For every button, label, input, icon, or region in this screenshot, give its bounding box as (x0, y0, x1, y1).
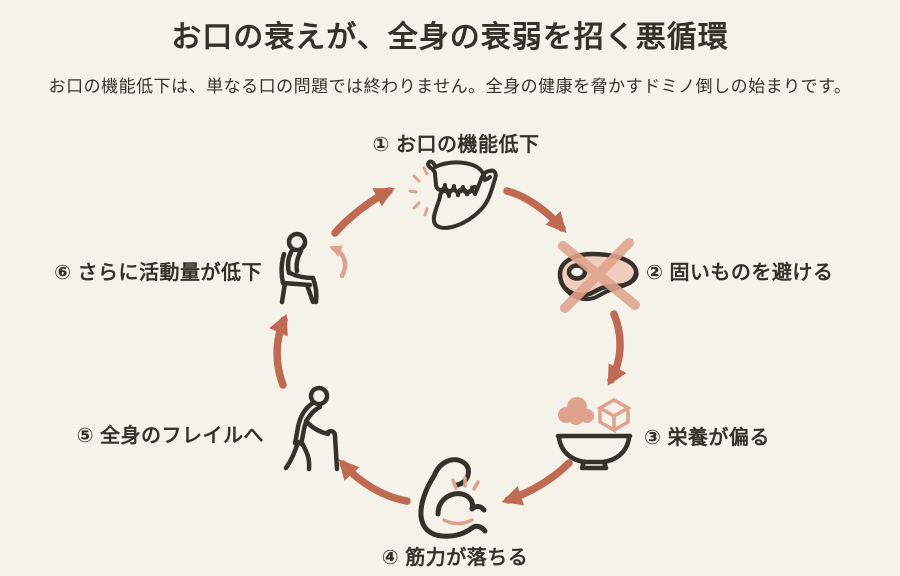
step-1-text: お口の機能低下 (395, 132, 540, 156)
step-3-number: ③ (644, 425, 662, 449)
step-6-text: さらに活動量が低下 (77, 260, 262, 284)
strength-rays (442, 476, 480, 526)
arrow-step3-to-step4 (501, 459, 573, 506)
arrow-step2-to-step3 (607, 310, 627, 386)
step-5-number: ⑤ (76, 423, 94, 447)
jaw-icon (408, 159, 498, 230)
step-4-number: ④ (381, 545, 400, 569)
sitting-person-icon (279, 231, 319, 305)
page-subtitle: お口の機能低下は、単なる口の問題では終わりません。全身の健康を脅かすドミノ倒しの… (48, 77, 852, 97)
step-4-text: 筋力が落ちる (405, 545, 529, 569)
step-5-text: 全身のフレイルへ (100, 423, 264, 447)
steak-crossed-icon (557, 238, 640, 313)
bowl-icon (555, 397, 633, 471)
step-1-number: ① (372, 132, 390, 156)
reduced-activity-arrow-icon (329, 245, 348, 279)
elderly-cane-icon (283, 385, 340, 472)
step-2-text: 固いものを避ける (669, 260, 834, 284)
arrow-step6-to-step1 (331, 187, 395, 237)
step-6-number: ⑥ (54, 260, 72, 284)
page-title: お口の衰えが、全身の衰弱を招く悪循環 (171, 20, 729, 55)
steam-cloud (558, 397, 594, 425)
arrow-step5-to-step6 (269, 313, 288, 389)
muscle-arm-icon (418, 457, 488, 539)
step-3-text: 栄養が偏る (667, 425, 770, 449)
arrow-step4-to-step5 (338, 458, 411, 505)
step-2-number: ② (646, 260, 664, 284)
arrow-step1-to-step2 (503, 187, 567, 234)
tofu-cube (596, 397, 632, 434)
